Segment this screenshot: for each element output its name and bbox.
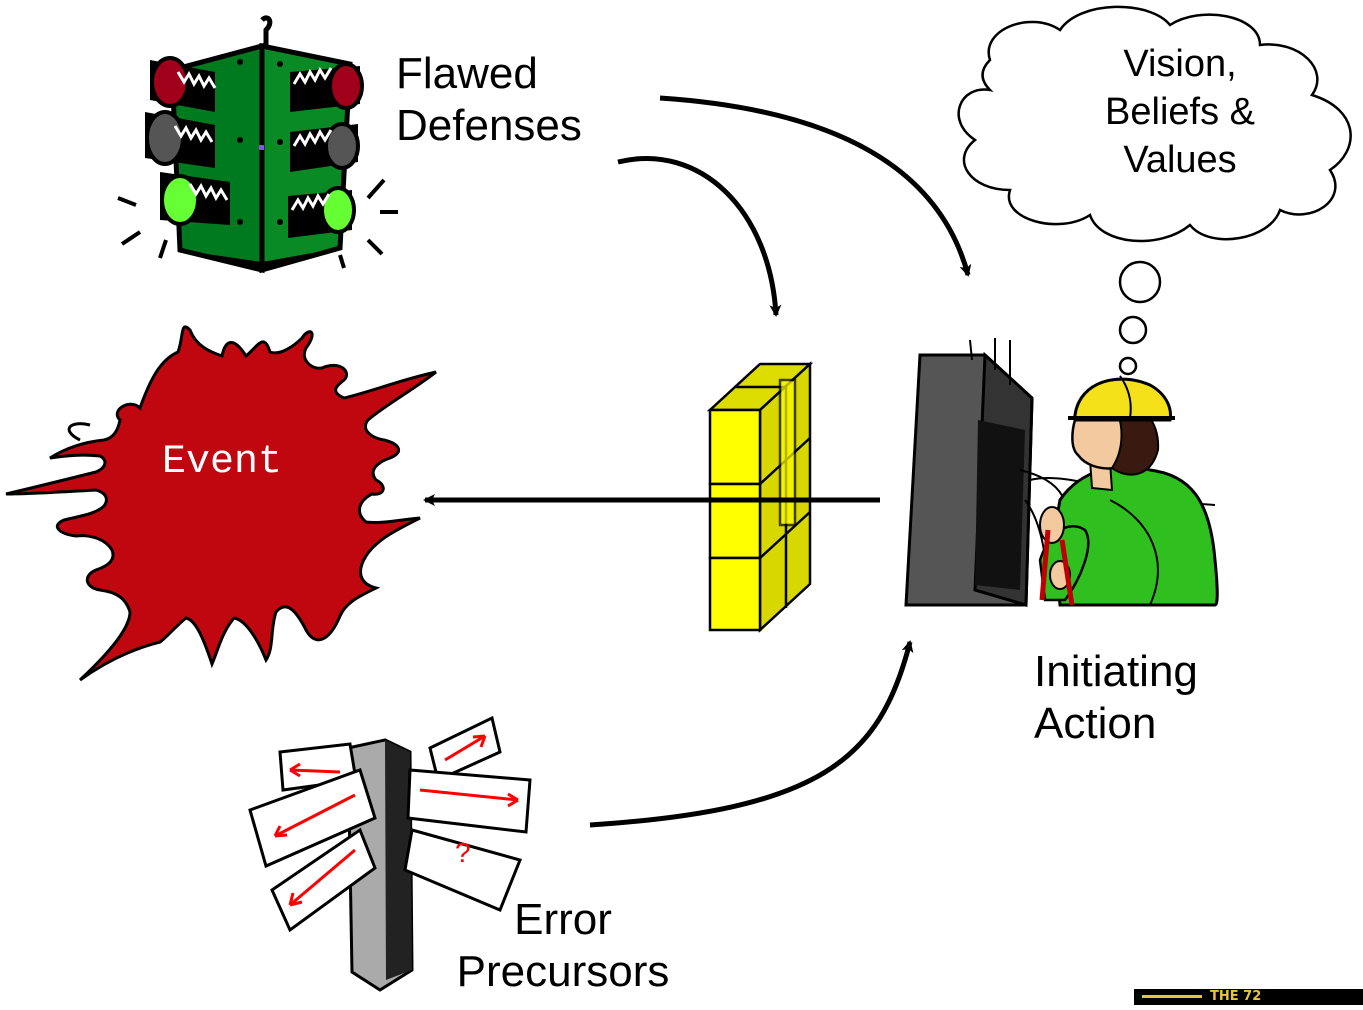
label-line: Precursors [456,947,670,996]
label-line: Initiating [1034,647,1198,696]
worker-icon [904,338,1219,607]
label-line: Flawed [396,49,538,98]
signpost-question-mark: ? [455,837,471,868]
logo-strip: THE 72 [1134,989,1363,1005]
arrows [423,95,972,828]
arrow-precursors-to-action [589,640,914,828]
flawed-defenses-label: Flawed Defenses [396,48,582,152]
traffic-light-icon [117,15,398,274]
logo-bar [1142,995,1202,998]
error-precursors-label: Error Precursors [418,894,708,998]
label-line: Values [1123,139,1237,181]
initiating-action-label: Initiating Action [1034,646,1198,750]
signpost-icon: ? [248,715,532,992]
label-line: Defenses [396,101,582,150]
thought-cloud-icon [957,5,1352,376]
event-label: Event [162,440,283,485]
label-line: Beliefs & [1105,91,1255,133]
label-line: Action [1034,699,1157,748]
arrow-defenses-to-barrier [617,156,782,317]
label-line: Vision, [1123,43,1237,85]
barrier-blocks-icon [706,361,814,633]
arrow-defenses-to-action [659,95,972,277]
logo-text: THE 72 [1210,989,1262,1004]
explosion-icon [5,325,437,682]
vision-beliefs-values-label: Vision, Beliefs & Values [1080,40,1280,184]
label-line: Error [514,895,612,944]
